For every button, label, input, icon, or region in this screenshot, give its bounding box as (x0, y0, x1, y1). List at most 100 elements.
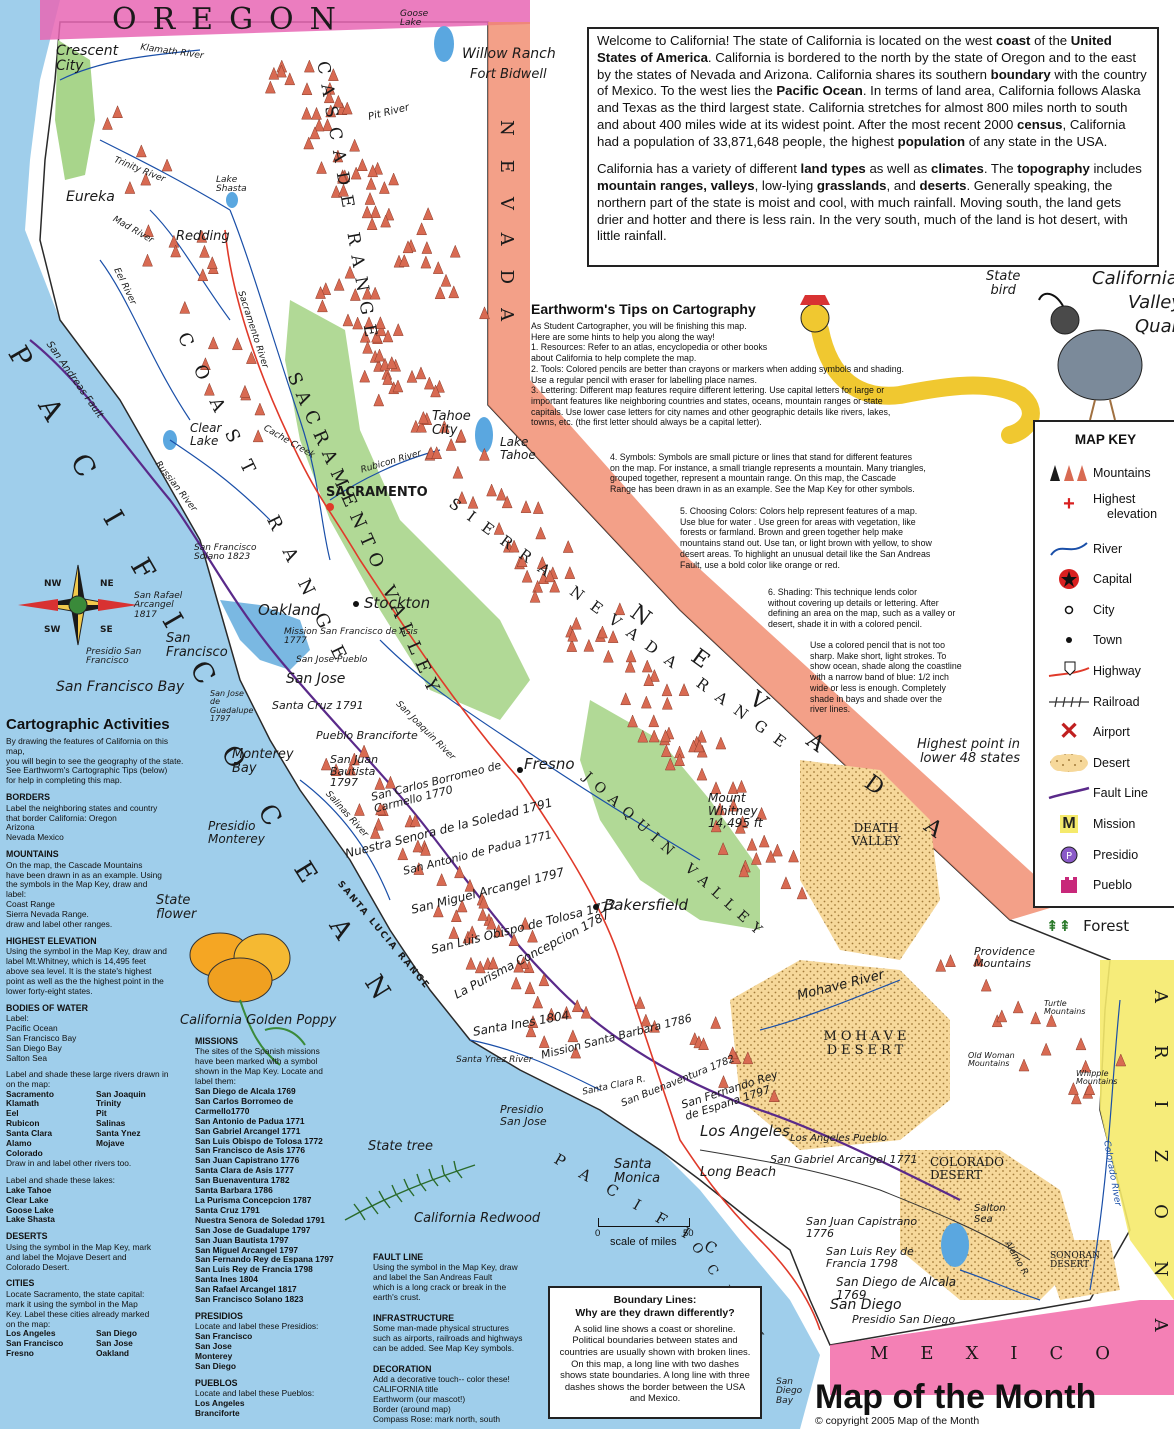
mountain-symbol (421, 240, 433, 254)
river-key-icon (1050, 542, 1088, 556)
mountain-symbol (416, 419, 427, 433)
label-santa-ynez: Santa Ynez River (456, 1055, 533, 1065)
mountain-symbol (199, 244, 210, 258)
bird-name-3: Quail (1135, 316, 1174, 337)
mountain-symbol (170, 244, 182, 258)
san-andreas-fault (29, 339, 961, 1201)
label-san-jose: San Jose (286, 671, 346, 687)
label-santa-cruz: Santa Cruz 1791 (272, 699, 364, 712)
label-state-flower: State flower (156, 893, 197, 922)
lake-shasta (226, 192, 238, 208)
tips-lines3-line: 5. Choosing Colors: Colors help represen… (680, 506, 918, 516)
label-eureka: Eureka (66, 189, 115, 205)
mountain-symbol (369, 286, 381, 300)
mountain-symbol (445, 437, 457, 451)
mountain-symbol (423, 376, 435, 390)
mountain-symbol (780, 876, 792, 890)
mis-list-line: San Jose de Guadalupe 1797 (195, 1224, 311, 1235)
mis-intro-line: have been marked with a symbol (195, 1056, 318, 1067)
label-state-tree: State tree (368, 1139, 433, 1154)
act-highest-line: Using the symbol in the Map Key, draw an… (6, 946, 167, 957)
key-mountains: Mountains (1045, 460, 1174, 486)
act-lakes-line: Goose Lake (6, 1204, 54, 1215)
mountain-symbol (772, 843, 783, 857)
act-borders-line: Label the neighboring states and country (6, 802, 158, 813)
mountain-symbol (415, 366, 427, 380)
mountain-symbol (374, 348, 385, 362)
mountain-symbol (527, 1015, 539, 1028)
mountain-symbol (440, 273, 452, 287)
mountain-symbol (359, 369, 371, 383)
mis-intro-line: shown in the Map Key. Locate and (195, 1066, 323, 1077)
mountain-symbol (710, 781, 722, 795)
tips-lines-line: towns, etc. (the first letter should alw… (531, 417, 762, 428)
goose-lake-label: Goose Lake (400, 9, 429, 29)
sonoran-desert-shading (1040, 1240, 1120, 1300)
label-san-francisco: San Francisco (166, 631, 228, 660)
act-water-line: San Diego Bay (6, 1042, 62, 1053)
tips-lines5-line: shade in bays and shade over the (810, 693, 943, 704)
mountain-symbol (1084, 1082, 1096, 1096)
key-fault-line: Fault Line (1045, 780, 1174, 806)
airport-x-icon: ✕ (1058, 718, 1080, 745)
mountain-symbol (567, 1029, 579, 1043)
highway-shield-icon (1048, 661, 1090, 677)
mountain-symbol (254, 402, 266, 416)
mountain-symbol (532, 500, 544, 514)
willow-ranch-label: Willow Ranch (462, 46, 556, 62)
tips-lines-line: capitals. Use lower case letters for cit… (531, 406, 891, 417)
mexico-shading (830, 1300, 1174, 1395)
mountain-symbol (727, 1046, 739, 1060)
mountain-symbol (375, 316, 386, 329)
tips-lines3-line: forests or farmland. Brown and green tog… (680, 527, 903, 538)
colorado-desert-shading (900, 1150, 1080, 1300)
nevada-vertical-label: NEVADA (496, 120, 517, 346)
mountain-symbol (397, 847, 409, 861)
act-highest-line: point as well as the the highest point i… (6, 976, 164, 987)
tips-lines5-line: show ocean, shade along the coastline (810, 661, 962, 672)
mountain-symbol (325, 104, 337, 118)
missions-panel: MISSIONS The sites of the Spanish missio… (195, 1036, 355, 1419)
mountain-symbol (412, 839, 424, 853)
mountain-symbol (315, 285, 326, 299)
mountain-symbol (597, 625, 608, 639)
mountain-symbol (417, 410, 429, 424)
mountain-symbol (448, 285, 460, 299)
mountain-symbol (715, 736, 727, 750)
mountain-symbol (728, 798, 739, 812)
key-desert: Desert (1045, 750, 1174, 776)
mountain-symbol (452, 465, 464, 479)
mountain-symbol (432, 260, 444, 274)
label-gabriel: San Gabriel Arcangel 1771 (770, 1153, 918, 1166)
label-presidio-sj: Presidio San Jose (500, 1103, 547, 1128)
sacramento-valley-shading (285, 300, 530, 720)
mountain-symbol (698, 1037, 709, 1050)
mountain-symbol (640, 1013, 652, 1027)
label-salton-sea: Salton Sea (974, 1203, 1006, 1225)
mountain-symbol (338, 183, 349, 197)
mountain-symbol (456, 899, 468, 913)
forest-icon: ⇞⇞ (1046, 917, 1072, 935)
mountain-symbol (112, 105, 123, 118)
mis-list-line: La Purisma Concepcion 1787 (195, 1194, 312, 1205)
act-water-line: Salton Sea (6, 1052, 47, 1063)
arizona-label: ARIZONA (1150, 990, 1171, 1374)
mountain-symbol (436, 872, 448, 886)
mountain-symbol (342, 313, 354, 327)
mountain-symbol (570, 616, 582, 630)
mountain-symbol (124, 180, 136, 194)
mountain-symbol (714, 802, 726, 816)
mountain-symbol (736, 779, 747, 793)
label-san-diego: San Diego (830, 1297, 902, 1313)
mountain-symbol (602, 649, 614, 663)
fault-infra-line: such as airports, railroads and highways (373, 1333, 523, 1344)
label-poppy: California Golden Poppy (180, 1013, 337, 1028)
act-deserts-line: and label the Mojave Desert and (6, 1251, 127, 1262)
mountain-symbol (367, 164, 379, 178)
mountain-symbol (479, 447, 490, 461)
act-mountains-line: Coast Range (6, 899, 55, 910)
mountain-symbol (348, 752, 360, 766)
mountain-symbol (980, 978, 992, 992)
act-rivers2-line: San Joaquin (96, 1088, 146, 1099)
